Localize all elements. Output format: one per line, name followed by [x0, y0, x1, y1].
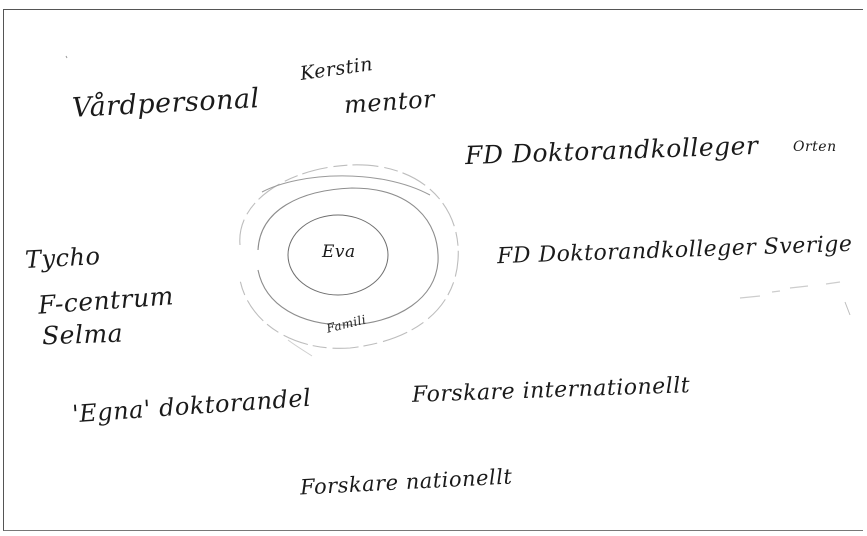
center-label-eva: Eva: [322, 242, 356, 262]
faint-marks: [739, 281, 841, 299]
page-border: [3, 9, 863, 531]
label-tycho: Tycho: [24, 242, 102, 274]
label-selma: Selma: [41, 318, 124, 351]
label-orten: Orten: [793, 139, 837, 155]
middle-ring: [257, 187, 439, 326]
label-mentor: mentor: [343, 84, 436, 120]
inner-ring: [287, 214, 389, 296]
faint-tick: [844, 301, 851, 316]
ring-scribble: [287, 339, 313, 357]
outer-ring: [239, 164, 459, 349]
dot-mark: [65, 55, 68, 59]
outer-ring-stroke: [261, 175, 431, 196]
